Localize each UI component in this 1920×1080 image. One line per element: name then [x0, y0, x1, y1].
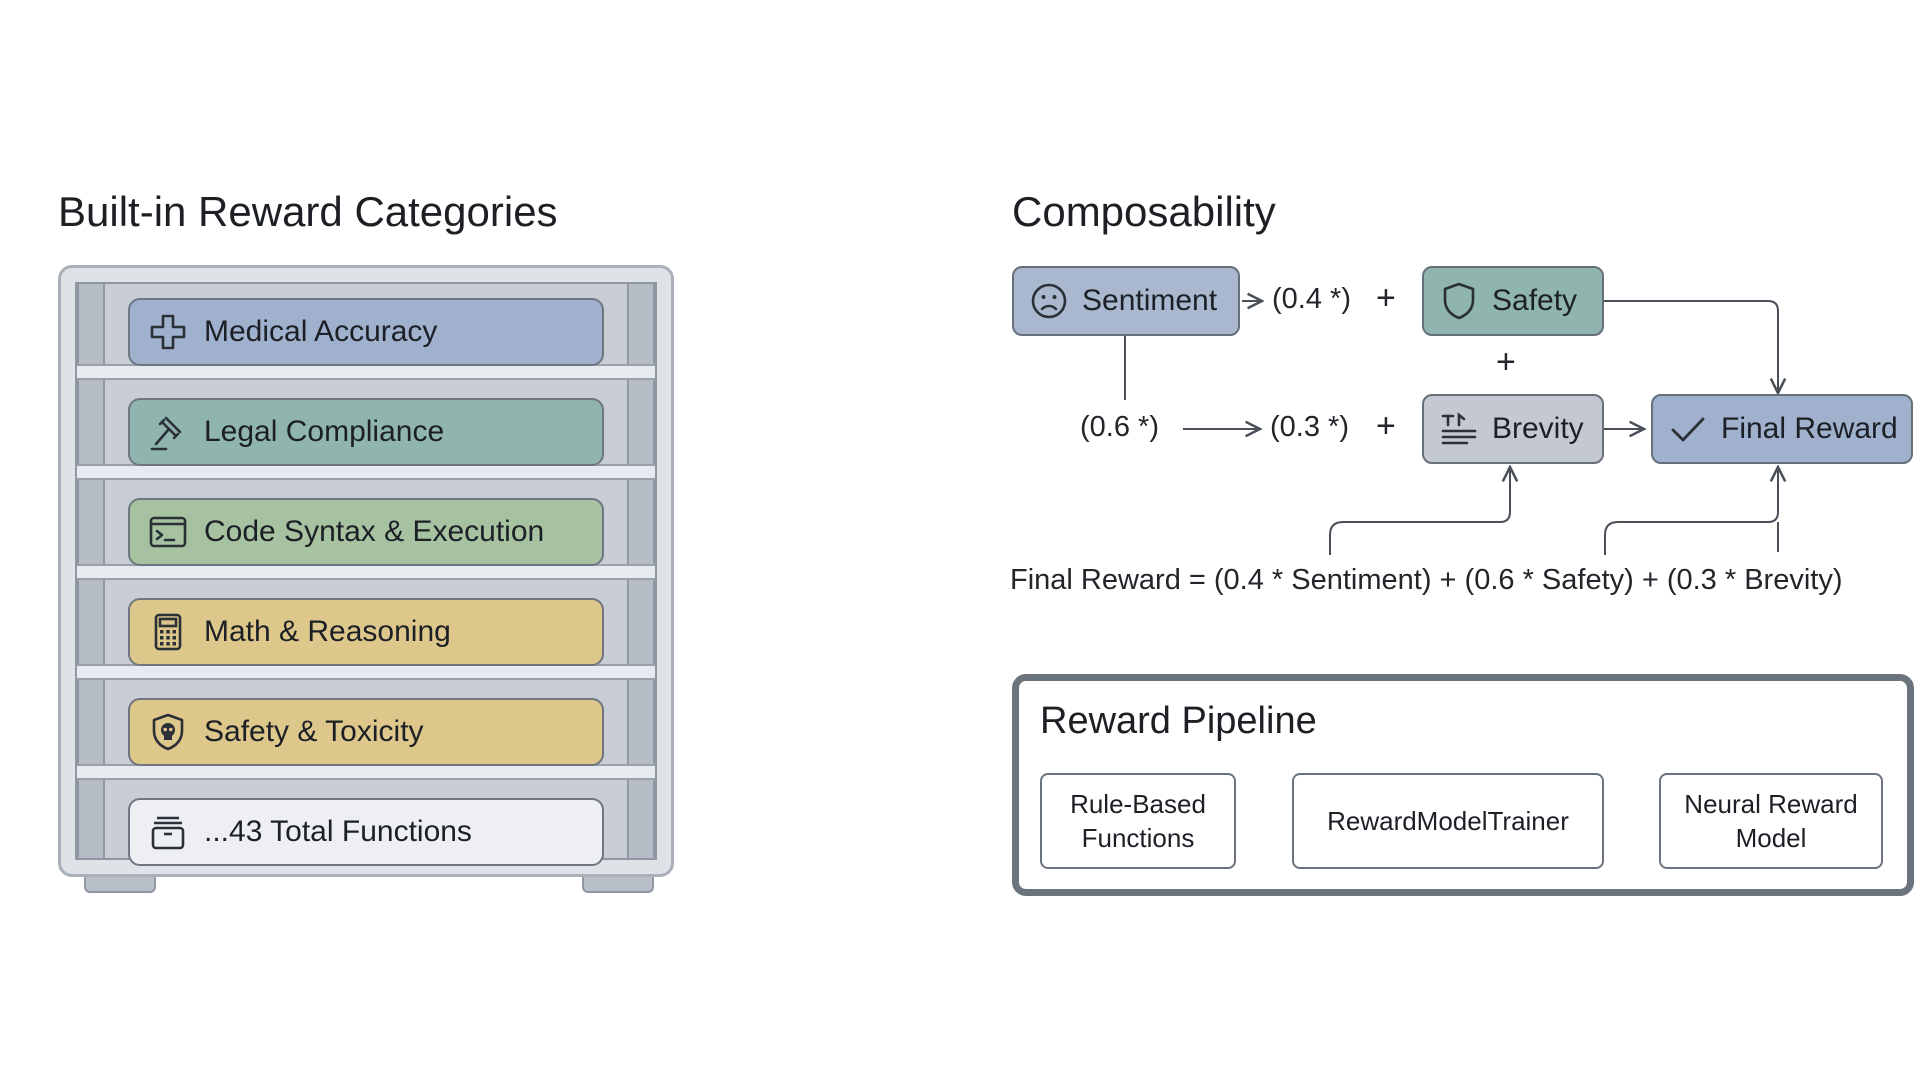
- plus-sign: +: [1496, 343, 1516, 381]
- node-label: Safety: [1492, 284, 1578, 317]
- category-label: Math & Reasoning: [204, 615, 451, 648]
- plus-sign: +: [1376, 407, 1396, 445]
- pipeline-title: Reward Pipeline: [1040, 700, 1317, 742]
- node-final-reward[interactable]: Final Reward: [1651, 394, 1913, 464]
- category-safety-toxicity[interactable]: Safety & Toxicity: [128, 698, 604, 766]
- weight-brevity: (0.3 *): [1270, 411, 1349, 443]
- node-label: Final Reward: [1721, 412, 1898, 445]
- categories-title: Built-in Reward Categories: [58, 188, 558, 235]
- pipeline-step-rule-based[interactable]: Rule-Based Functions: [1040, 773, 1236, 869]
- archive-icon: [146, 810, 190, 854]
- category-medical-accuracy[interactable]: Medical Accuracy: [128, 298, 604, 366]
- category-label: Legal Compliance: [204, 415, 445, 448]
- category-label: Medical Accuracy: [204, 315, 438, 348]
- reward-formula: Final Reward = (0.4 * Sentiment) + (0.6 …: [1010, 564, 1843, 596]
- shelf-foot-right: [582, 877, 654, 893]
- weight-sentiment: (0.4 *): [1272, 283, 1351, 315]
- medical-cross-icon: [146, 310, 190, 354]
- node-sentiment[interactable]: Sentiment: [1012, 266, 1240, 336]
- pipeline-step-trainer[interactable]: RewardModelTrainer: [1292, 773, 1604, 869]
- category-label: Code Syntax & Execution: [204, 515, 545, 548]
- category-label: Safety & Toxicity: [204, 715, 424, 748]
- weight-safety: (0.6 *): [1080, 411, 1159, 443]
- terminal-icon: [146, 510, 190, 554]
- calculator-icon: [146, 610, 190, 654]
- category-code-syntax[interactable]: Code Syntax & Execution: [128, 498, 604, 566]
- text-lines-icon: [1438, 408, 1480, 450]
- shield-icon: [1438, 280, 1480, 322]
- pipeline-step-neural-model[interactable]: Neural Reward Model: [1659, 773, 1883, 869]
- composability-title: Composability: [1012, 188, 1276, 235]
- category-math-reasoning[interactable]: Math & Reasoning: [128, 598, 604, 666]
- plus-sign: +: [1376, 279, 1396, 317]
- node-label: Sentiment: [1082, 284, 1218, 317]
- shield-skull-icon: [146, 710, 190, 754]
- node-brevity[interactable]: Brevity: [1422, 394, 1604, 464]
- category-label: ...43 Total Functions: [204, 815, 472, 848]
- gavel-icon: [146, 410, 190, 454]
- shelf-foot-left: [84, 877, 156, 893]
- node-safety[interactable]: Safety: [1422, 266, 1604, 336]
- category-total-functions[interactable]: ...43 Total Functions: [128, 798, 604, 866]
- sad-face-icon: [1028, 280, 1070, 322]
- check-icon: [1667, 408, 1709, 450]
- category-legal-compliance[interactable]: Legal Compliance: [128, 398, 604, 466]
- node-label: Brevity: [1492, 412, 1584, 445]
- reward-pipeline-panel: [1012, 674, 1914, 896]
